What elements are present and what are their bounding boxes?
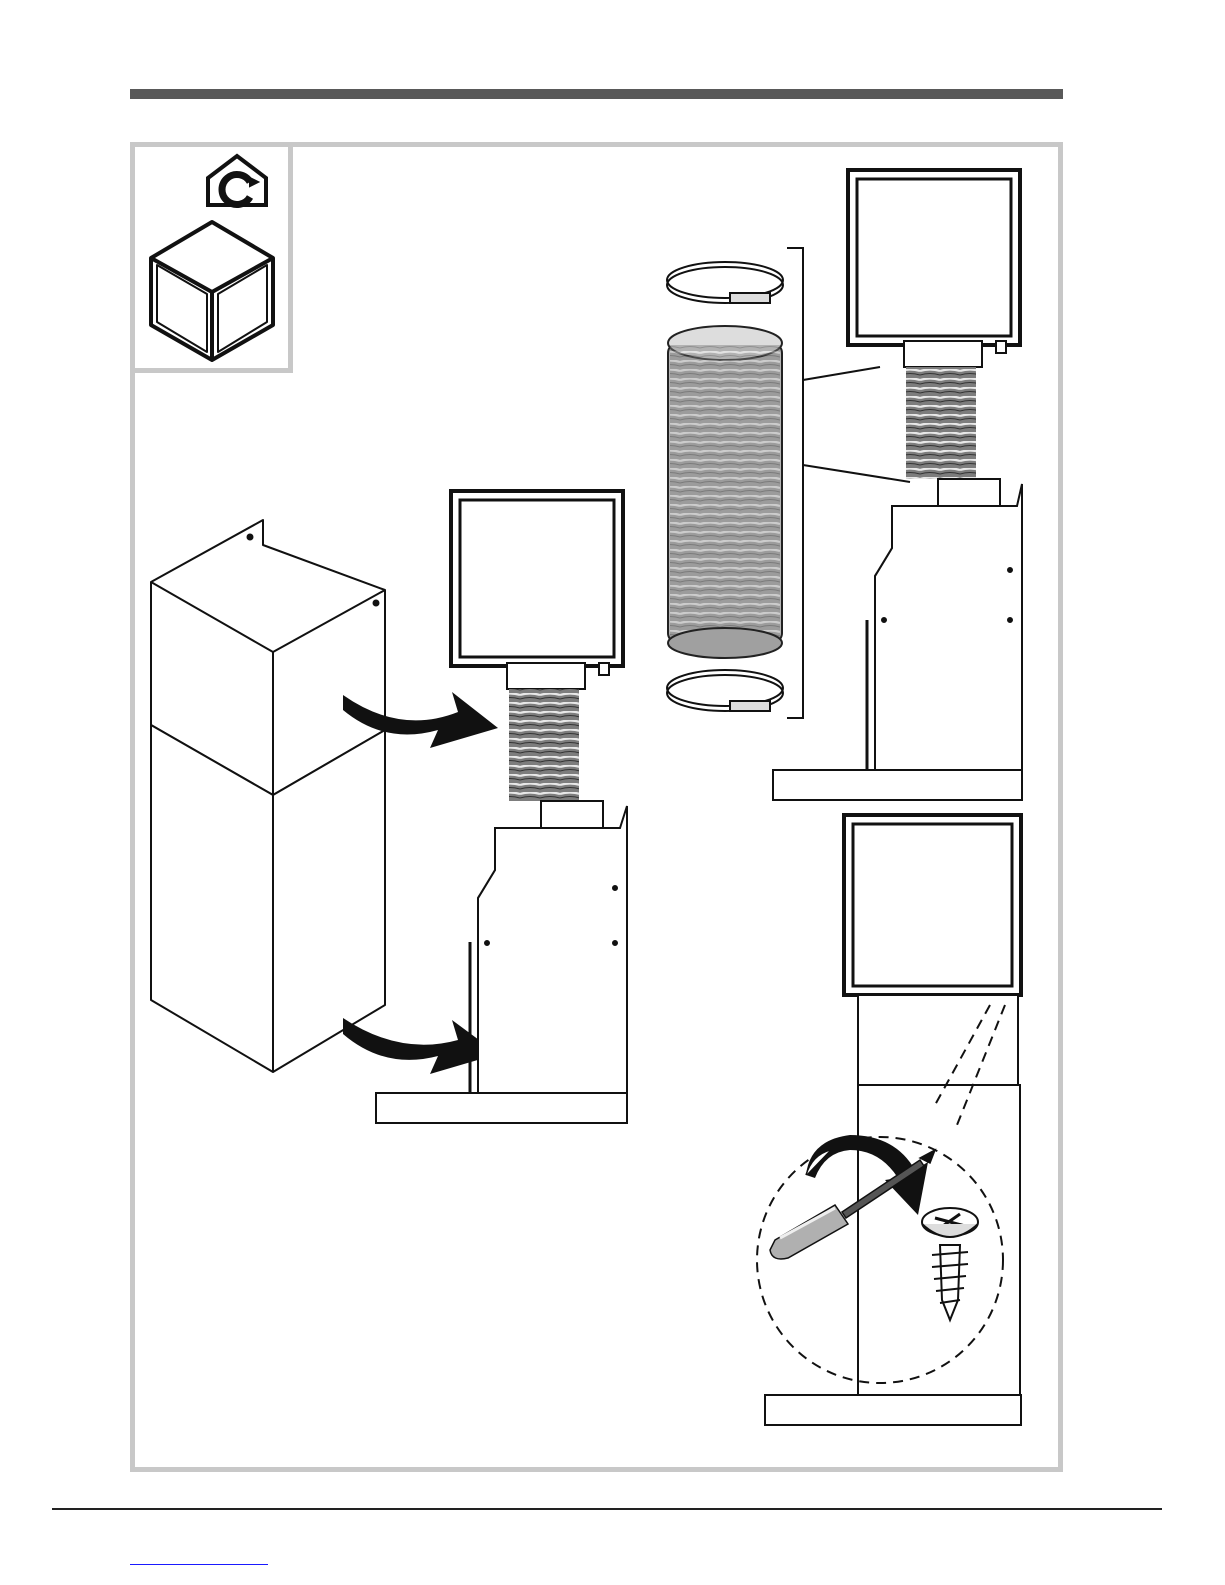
flexible-duct [668, 326, 782, 658]
footer-rule [52, 1508, 1162, 1510]
hood-unit [773, 170, 1022, 800]
hood-unit [376, 491, 627, 1123]
cube-icon [151, 222, 273, 360]
hood-unit [765, 815, 1021, 1425]
footer-link[interactable] [130, 1550, 268, 1565]
house-c-icon [208, 156, 266, 205]
hose-clamp [667, 670, 783, 711]
chimney-panels [151, 520, 385, 1072]
hose-clamp [667, 262, 783, 303]
arrow-icon [343, 1018, 498, 1074]
